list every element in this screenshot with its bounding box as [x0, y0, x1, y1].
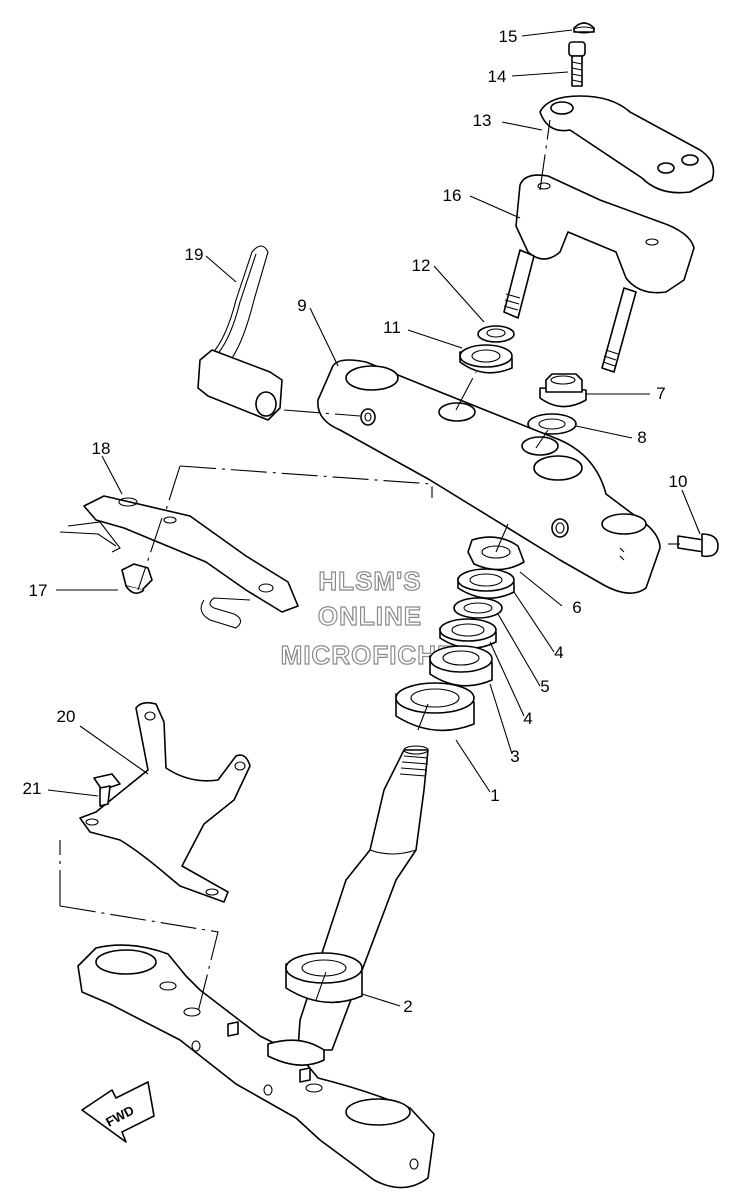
- part-8-washer[interactable]: [527, 413, 577, 435]
- part-4-ring-nut-lower[interactable]: [439, 618, 497, 649]
- part-16-handlebar-holder-lower[interactable]: [503, 174, 695, 373]
- watermark-line-3: MICROFICHE: [281, 640, 456, 670]
- callout-5: 5: [540, 677, 549, 696]
- part-7-nut[interactable]: [539, 373, 587, 408]
- watermark-line-2: ONLINE: [318, 601, 422, 631]
- part-17-nut[interactable]: [121, 563, 153, 594]
- part-20-stay[interactable]: [79, 701, 251, 903]
- callout-11: 11: [383, 318, 401, 337]
- part-21-bolt[interactable]: [93, 773, 121, 807]
- callout-2: 2: [403, 997, 412, 1016]
- part-5-washer[interactable]: [453, 597, 503, 619]
- callout-14: 14: [488, 67, 507, 86]
- part-14-bolt[interactable]: [568, 41, 586, 87]
- part-15-cap[interactable]: [573, 22, 595, 34]
- callout-8: 8: [637, 428, 646, 447]
- part-9-upper-bracket[interactable]: [317, 359, 661, 594]
- callout-21: 21: [23, 779, 42, 798]
- leader-lines: [47, 29, 701, 1007]
- part-6-lock-washer[interactable]: [467, 536, 525, 571]
- part-12-washer[interactable]: [477, 325, 515, 343]
- callout-12: 12: [412, 256, 431, 275]
- callout-17: 17: [29, 581, 48, 600]
- part-2-bearing-lower[interactable]: [285, 952, 363, 1004]
- assembly-lines: [59, 119, 680, 1013]
- callout-20: 20: [57, 707, 76, 726]
- part-3-cover[interactable]: [429, 645, 493, 687]
- callout-19: 19: [185, 245, 204, 264]
- callout-4-upper: 4: [554, 643, 563, 662]
- callout-4-lower: 4: [523, 709, 532, 728]
- part-19-clip[interactable]: [197, 245, 283, 421]
- callout-18: 18: [92, 439, 111, 458]
- callout-16: 16: [443, 186, 462, 205]
- callout-labels: 15 14 13 16 12 11 19 9 7 8 10 18 17 6 4 …: [23, 27, 688, 1016]
- callout-6: 6: [572, 598, 581, 617]
- part-18-stay[interactable]: [59, 495, 299, 629]
- part-10-bolt[interactable]: [677, 533, 719, 558]
- watermark: HLSM'S ONLINE MICROFICHE: [280, 565, 456, 670]
- callout-7: 7: [656, 384, 665, 403]
- part-4-ring-nut-upper[interactable]: [457, 568, 515, 599]
- callout-3: 3: [510, 747, 519, 766]
- under-bracket[interactable]: [77, 944, 435, 1189]
- callout-13: 13: [473, 111, 492, 130]
- callout-15: 15: [499, 27, 518, 46]
- callout-9: 9: [297, 296, 306, 315]
- part-13-handlebar-holder-upper[interactable]: [539, 95, 715, 194]
- watermark-line-1: HLSM'S: [318, 566, 421, 596]
- callout-1: 1: [490, 786, 499, 805]
- part-11-bushing[interactable]: [459, 344, 513, 374]
- fwd-arrow-icon: FWD: [81, 1081, 155, 1143]
- part-1-bearing-upper[interactable]: [395, 682, 475, 732]
- callout-10: 10: [669, 472, 688, 491]
